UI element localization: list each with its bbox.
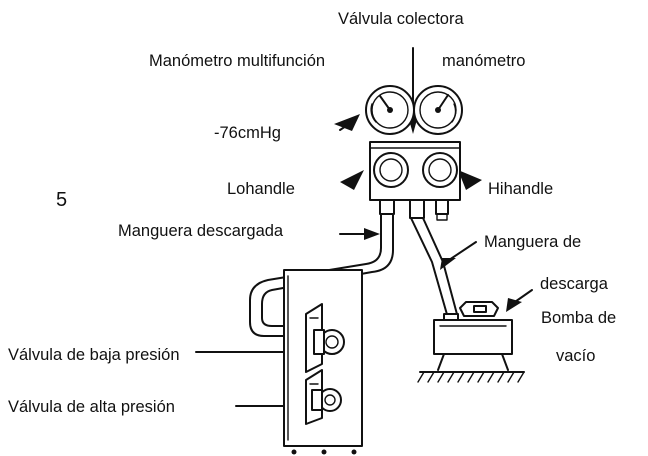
label-vacuum-reading: -76cmHg — [214, 124, 281, 142]
low-pressure-valve — [305, 303, 345, 373]
discharge-hose-to-pump — [410, 217, 459, 319]
ground-hatching — [417, 371, 525, 383]
low-side-knob — [373, 152, 409, 188]
label-high-pressure-valve: Válvula de alta presión — [8, 398, 175, 416]
label-vacuum-pump-line2: vacío — [556, 347, 595, 365]
label-low-pressure-valve: Válvula de baja presión — [8, 346, 180, 364]
high-pressure-valve — [305, 369, 342, 425]
arrow-low-handle — [340, 170, 364, 190]
label-discharge-hose-line1: Manguera de — [484, 233, 581, 251]
label-compound-gauge: Manómetro multifunción — [149, 52, 325, 70]
label-gauge: manómetro — [442, 52, 525, 70]
vacuum-pump — [417, 301, 525, 383]
high-side-knob — [422, 152, 458, 188]
pressure-gauge-dial — [413, 85, 463, 135]
label-discharged-hose: Manguera descargada — [118, 222, 284, 240]
arrow-discharged-hose — [339, 228, 380, 240]
label-vacuum-pump-line1: Bomba de — [541, 309, 616, 327]
label-manifold-valve: Válvula colectora — [338, 10, 464, 28]
arrow-vacuum-pump — [506, 289, 533, 312]
label-high-handle: Hihandle — [488, 180, 553, 198]
arrow-high-handle — [458, 170, 482, 190]
compound-gauge-dial — [365, 85, 415, 135]
manifold-gauge-set — [365, 85, 463, 221]
figure-number: 5 — [56, 189, 67, 211]
arrow-discharge-hose — [440, 241, 477, 270]
arrow-vacuum-reading — [334, 114, 360, 131]
discharged-hose — [249, 213, 394, 337]
label-discharge-hose-line2: descarga — [540, 275, 609, 293]
outdoor-unit — [283, 269, 363, 455]
label-low-handle: Lohandle — [227, 180, 295, 198]
